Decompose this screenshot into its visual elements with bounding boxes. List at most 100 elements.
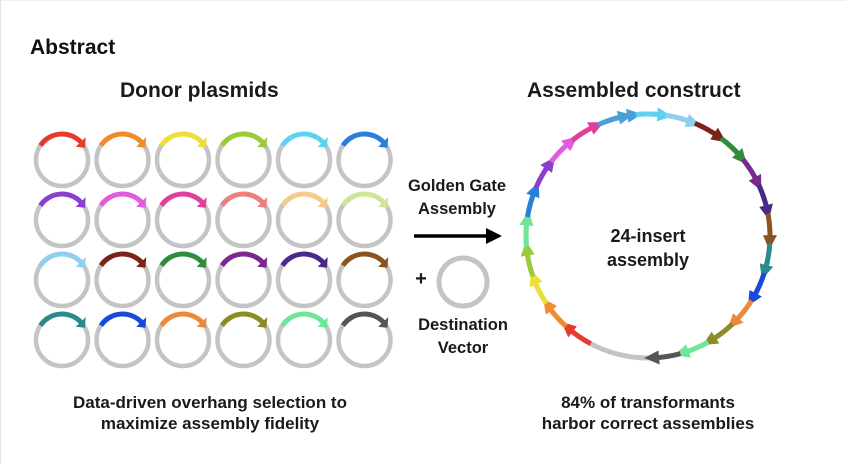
donor-plasmid (94, 131, 151, 189)
insert-arc (219, 311, 265, 327)
assembly-ring-segments (519, 107, 777, 365)
donor-plasmid (94, 251, 151, 309)
donor-plasmid (275, 131, 333, 189)
insert-arc (159, 191, 205, 207)
donor-plasmid (215, 131, 272, 189)
insert-arc (159, 251, 205, 267)
insert-arrowhead (257, 317, 268, 328)
destination-vector-circle (436, 255, 490, 309)
assembly-arrowhead (616, 110, 634, 125)
insert-count-line2: assembly (606, 250, 690, 270)
insert-arrowhead (317, 317, 328, 328)
donor-plasmid-grid (33, 131, 393, 369)
assembled-construct-heading: Assembled construct (527, 79, 741, 102)
insert-arc (38, 311, 84, 327)
assembly-arrowhead (520, 240, 535, 257)
donor-plasmid (275, 311, 333, 369)
insert-arrowhead (75, 317, 86, 328)
insert-arrowhead (257, 257, 268, 268)
insert-arrowhead (378, 197, 389, 208)
insert-arc (280, 191, 326, 207)
insert-arrowhead (196, 197, 207, 208)
insert-arrowhead (378, 257, 389, 268)
insert-arc (98, 131, 144, 147)
insert-arc (219, 191, 265, 207)
donor-plasmid (154, 311, 212, 369)
donor-plasmids-heading: Donor plasmids (120, 79, 279, 102)
insert-arc (280, 251, 326, 267)
insert-arc (38, 131, 84, 147)
donor-plasmid (275, 191, 333, 249)
donor-plasmid (154, 131, 212, 189)
insert-arrowhead (196, 257, 207, 268)
donor-plasmid (33, 191, 91, 249)
assembly-arrowhead (656, 107, 673, 122)
donor-plasmid (33, 131, 91, 189)
plus-sign: + (415, 268, 427, 290)
destination-vector-label: Destination Vector (400, 314, 526, 360)
insert-arrowhead (136, 317, 147, 328)
insert-arrowhead (196, 137, 207, 148)
golden-gate-arrow-head (486, 228, 502, 244)
insert-arrowhead (75, 257, 86, 268)
assembly-arrowhead (762, 235, 777, 251)
insert-arc (340, 191, 386, 207)
insert-arrowhead (317, 197, 328, 208)
insert-arc (38, 251, 84, 267)
golden-gate-label: Golden Gate Assembly (394, 175, 520, 221)
insert-arc (340, 131, 386, 147)
donor-plasmid (94, 311, 151, 369)
assembly-arrowhead (626, 108, 643, 123)
insert-arc (159, 131, 205, 147)
donor-plasmid (154, 251, 212, 309)
insert-arrowhead (196, 317, 207, 328)
insert-arc (38, 191, 84, 207)
abstract-title: Abstract (30, 36, 116, 59)
insert-arc (340, 251, 386, 267)
insert-arrowhead (257, 137, 268, 148)
donor-plasmid (336, 131, 393, 189)
insert-arc (98, 251, 144, 267)
insert-arc (98, 311, 144, 327)
insert-arc (219, 131, 265, 147)
donor-plasmid (336, 311, 393, 369)
insert-count-line1: 24-insert (610, 226, 686, 246)
assembly-arrowhead (644, 350, 660, 365)
insert-arc (280, 131, 326, 147)
insert-arc (219, 251, 265, 267)
insert-arrowhead (75, 197, 86, 208)
insert-arrowhead (378, 137, 389, 148)
insert-count-label: 24-insert assembly (578, 224, 718, 272)
insert-arrowhead (257, 197, 268, 208)
assembled-caption-line2: harbor correct assemblies (541, 414, 755, 433)
destination-line2: Vector (437, 339, 489, 357)
insert-arc (159, 311, 205, 327)
donor-plasmid (275, 251, 333, 309)
insert-arc (340, 311, 386, 327)
insert-arrowhead (378, 317, 389, 328)
insert-arrowhead (75, 137, 86, 148)
insert-arrowhead (317, 257, 328, 268)
insert-arrowhead (136, 137, 147, 148)
donor-plasmid (33, 251, 91, 309)
donor-plasmid (33, 311, 91, 369)
donor-caption: Data-driven overhang selection to maximi… (40, 392, 380, 434)
donor-plasmid (215, 251, 272, 309)
insert-arc (280, 311, 326, 327)
insert-arrowhead (136, 257, 147, 268)
insert-arrowhead (136, 197, 147, 208)
donor-caption-line1: Data-driven overhang selection to (73, 393, 347, 412)
donor-caption-line2: maximize assembly fidelity (100, 414, 320, 433)
assembled-caption-line1: 84% of transformants (561, 393, 735, 412)
assembled-caption: 84% of transformants harbor correct asse… (508, 392, 788, 434)
donor-plasmid (336, 191, 393, 249)
donor-plasmid (154, 191, 212, 249)
golden-gate-line2: Assembly (418, 200, 496, 218)
assembly-arrowhead (519, 210, 534, 226)
insert-arc (98, 191, 144, 207)
golden-gate-line1: Golden Gate (407, 177, 507, 195)
donor-plasmid (336, 251, 393, 309)
donor-plasmid (215, 311, 272, 369)
